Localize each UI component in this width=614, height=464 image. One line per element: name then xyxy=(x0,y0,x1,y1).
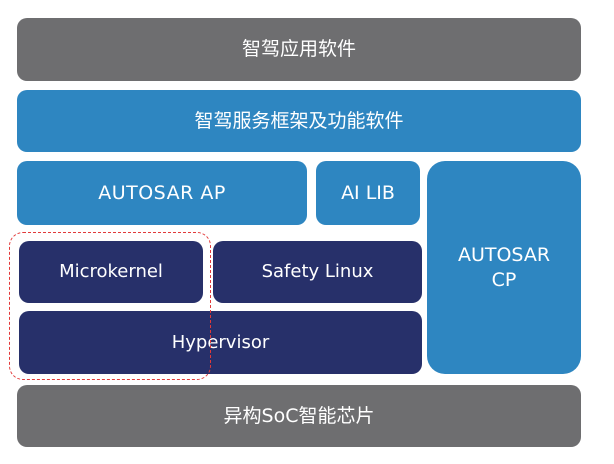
ai-lib-label: AI LIB xyxy=(341,181,395,204)
ai-lib-block: AI LIB xyxy=(316,161,420,225)
app-software-layer: 智驾应用软件 xyxy=(17,18,581,81)
soc-chip-label: 异构SoC智能芯片 xyxy=(223,404,375,427)
autosar-cp-label: AUTOSAR CP xyxy=(457,243,551,291)
autosar-cp-block: AUTOSAR CP xyxy=(427,161,581,374)
microkernel-label: Microkernel xyxy=(59,261,163,283)
soc-chip-layer: 异构SoC智能芯片 xyxy=(17,385,581,447)
service-framework-layer: 智驾服务框架及功能软件 xyxy=(17,90,581,152)
app-software-label: 智驾应用软件 xyxy=(241,38,356,61)
safety-linux-label: Safety Linux xyxy=(261,261,374,283)
hypervisor-block: Hypervisor xyxy=(19,311,422,374)
microkernel-block: Microkernel xyxy=(19,241,203,303)
safety-linux-block: Safety Linux xyxy=(213,241,422,303)
hypervisor-label: Hypervisor xyxy=(171,331,270,353)
autosar-ap-block: AUTOSAR AP xyxy=(17,161,307,225)
service-framework-label: 智驾服务框架及功能软件 xyxy=(194,109,404,132)
autosar-ap-label: AUTOSAR AP xyxy=(98,181,226,204)
